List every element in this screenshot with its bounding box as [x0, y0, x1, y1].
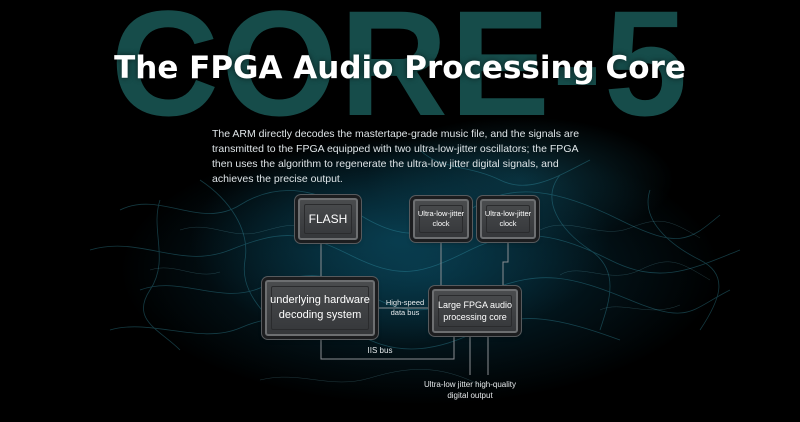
clock-chip-1-label: Ultra-low-jitter clock: [417, 209, 465, 228]
flash-chip: FLASH: [298, 198, 358, 240]
output-label: Ultra-low jitter high-quality digital ou…: [423, 380, 517, 400]
decoder-chip: underlying hardware decoding system: [265, 280, 375, 336]
clock-chip-2: Ultra-low-jitter clock: [480, 199, 536, 239]
clock-chip-1: Ultra-low-jitter clock: [413, 199, 469, 239]
data-bus-label: High-speed data bus: [385, 298, 425, 317]
core-5-watermark: CORE-5: [110, 0, 690, 147]
wire-iis-bus: [320, 333, 455, 360]
decoder-chip-label: underlying hardware decoding system: [270, 294, 370, 321]
description-line: then uses the algorithm to regenerate th…: [212, 158, 559, 170]
fpga-chip-label: Large FPGA audio processing core: [437, 300, 513, 322]
description-line: The ARM directly decodes the mastertape-…: [212, 128, 580, 140]
description-line: achieves the precise output.: [212, 173, 343, 185]
fpga-chip: Large FPGA audio processing core: [432, 289, 518, 333]
iis-bus-label: IIS bus: [367, 346, 393, 355]
page-title: The FPGA Audio Processing Core: [114, 50, 686, 86]
clock-chip-2-label: Ultra-low-jitter clock: [484, 209, 532, 228]
flash-chip-label: FLASH: [308, 212, 348, 226]
wire-clock2-fpga: [502, 239, 509, 289]
description-paragraph: The ARM directly decodes the mastertape-…: [212, 127, 602, 187]
description-line: transmitted to the FPGA equipped with tw…: [212, 143, 579, 155]
